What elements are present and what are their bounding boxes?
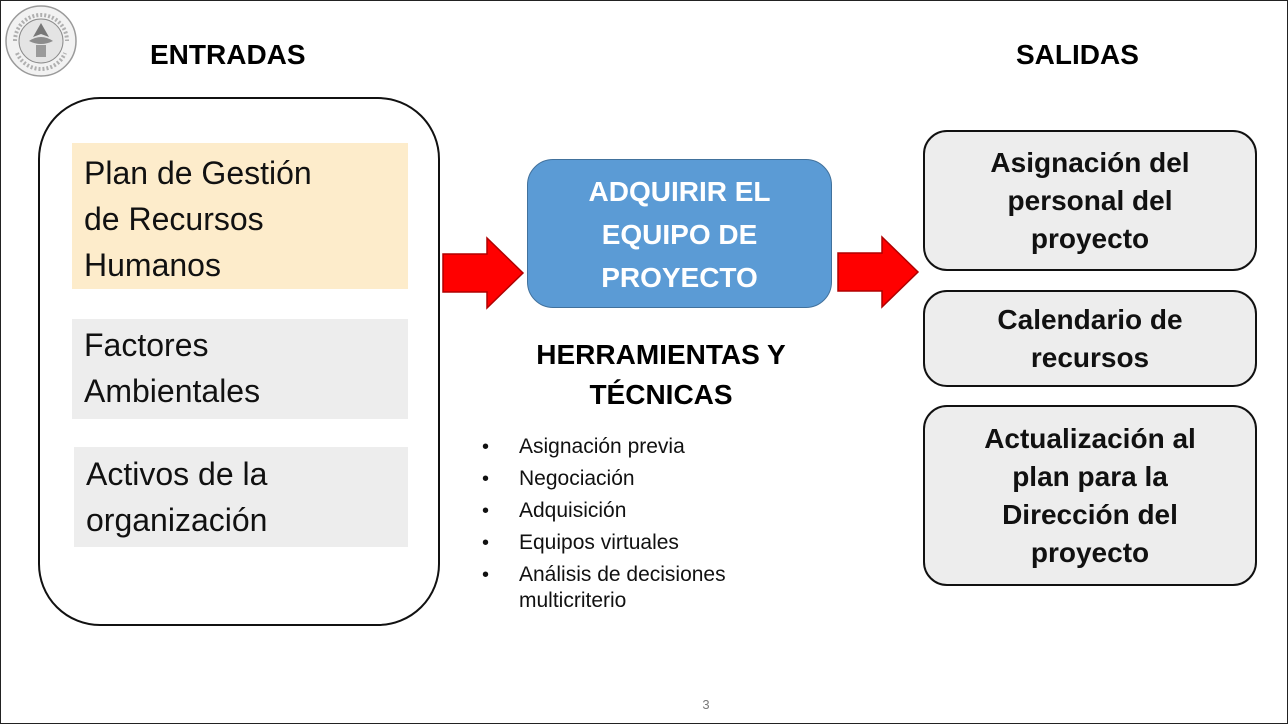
output-actualizacion-plan: Actualización al plan para la Dirección … bbox=[923, 405, 1257, 586]
page-number: 3 bbox=[702, 697, 710, 712]
tool-item: Equipos virtuales bbox=[482, 530, 812, 556]
outputs-heading: SALIDAS bbox=[1016, 39, 1139, 70]
tool-item: Adquisición bbox=[482, 498, 812, 524]
university-seal-icon bbox=[5, 5, 77, 77]
process-box: ADQUIRIR EL EQUIPO DE PROYECTO bbox=[527, 159, 832, 308]
tool-item: Análisis de decisiones multicriterio bbox=[482, 562, 812, 614]
input-plan-gestion: Plan de Gestión de Recursos Humanos bbox=[72, 143, 408, 289]
input-activos-label: Activos de la organización bbox=[86, 456, 268, 538]
arrow-right-icon bbox=[837, 235, 920, 309]
inputs-heading: ENTRADAS bbox=[150, 39, 306, 70]
tools-list: Asignación previa Negociación Adquisició… bbox=[482, 434, 812, 620]
tools-title: HERRAMIENTAS Y TÉCNICAS bbox=[536, 339, 786, 410]
output-calendario-recursos: Calendario de recursos bbox=[923, 290, 1257, 387]
input-factores-label: Factores Ambientales bbox=[84, 327, 261, 409]
input-activos-organizacion: Activos de la organización bbox=[74, 447, 408, 547]
tool-item: Asignación previa bbox=[482, 434, 812, 460]
input-factores-ambientales: Factores Ambientales bbox=[72, 319, 408, 419]
input-plan-label: Plan de Gestión de Recursos Humanos bbox=[84, 155, 312, 283]
output-asignacion-personal: Asignación del personal del proyecto bbox=[923, 130, 1257, 271]
arrow-right-icon bbox=[442, 236, 525, 310]
tool-item: Negociación bbox=[482, 466, 812, 492]
